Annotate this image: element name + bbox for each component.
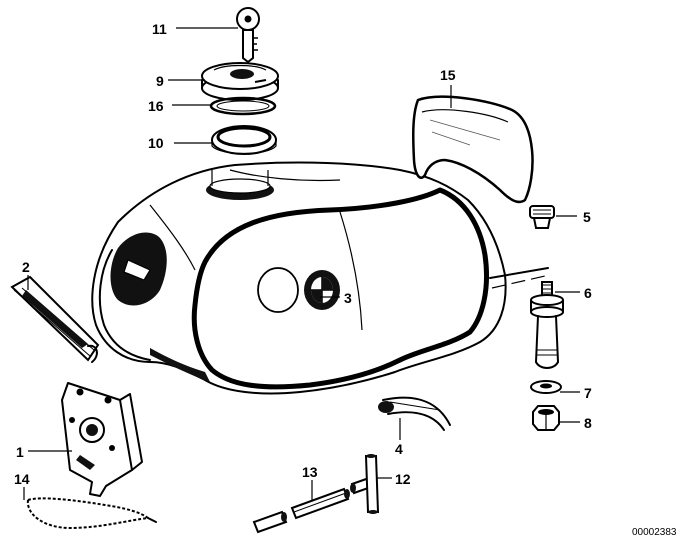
callout-4: 4 (395, 441, 403, 457)
rubber-mount[interactable] (529, 205, 555, 229)
callout-3: 3 (344, 290, 352, 306)
retaining-chain[interactable] (26, 497, 157, 530)
washer[interactable] (530, 380, 562, 394)
knee-pad[interactable] (411, 95, 534, 204)
callout-9: 9 (156, 73, 164, 89)
callout-7: 7 (584, 385, 592, 401)
callout-2: 2 (22, 259, 30, 275)
mounting-bolt[interactable] (530, 281, 564, 369)
hose-section[interactable] (252, 487, 350, 534)
fuel-tank (91, 161, 549, 395)
callout-1: 1 (16, 444, 24, 460)
tank-bracket[interactable] (61, 382, 143, 497)
callout-10: 10 (148, 135, 164, 151)
hex-nut[interactable] (532, 405, 560, 431)
hose-t-piece[interactable] (350, 454, 380, 514)
callout-6: 6 (584, 285, 592, 301)
callout-11: 11 (152, 21, 167, 37)
callout-labels: 11 9 16 10 15 5 2 3 6 7 8 1 4 13 12 14 (14, 21, 592, 487)
callout-8: 8 (584, 415, 592, 431)
callout-14: 14 (14, 471, 30, 487)
tank-cap-key[interactable] (236, 7, 260, 64)
fuel-hose[interactable] (378, 396, 451, 431)
callout-15: 15 (440, 67, 456, 83)
callout-13: 13 (302, 464, 318, 480)
filler-neck-gasket[interactable] (211, 125, 277, 155)
filler-cap[interactable] (201, 62, 279, 101)
callout-5: 5 (583, 209, 591, 225)
cap-seal-ring[interactable] (209, 96, 277, 116)
drawing-number: 00002383 (632, 527, 677, 538)
tank-badge-strip[interactable] (10, 275, 100, 363)
leader-lines (23, 27, 580, 500)
tank-emblem[interactable] (257, 267, 340, 313)
callout-12: 12 (395, 471, 411, 487)
callout-16: 16 (148, 98, 164, 114)
